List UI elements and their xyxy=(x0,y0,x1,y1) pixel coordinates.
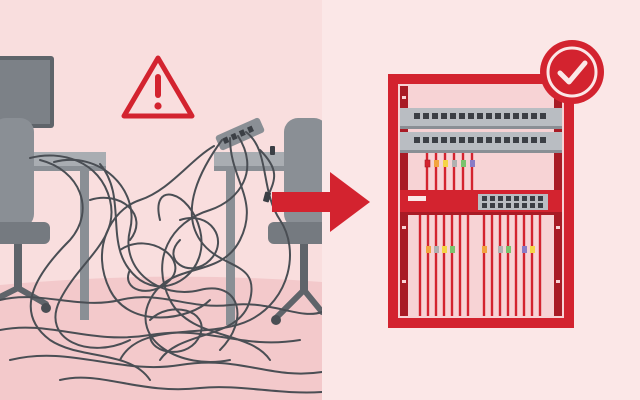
cable-tags-lower xyxy=(426,246,535,253)
right-arrow-icon xyxy=(272,172,370,232)
warning-icon xyxy=(121,55,195,119)
tangled-cables xyxy=(0,131,323,394)
patch-panel-top xyxy=(400,108,562,129)
cable-tags-upper xyxy=(424,159,475,168)
network-switch xyxy=(400,190,562,215)
power-strip xyxy=(215,117,265,151)
server-rack xyxy=(388,74,574,328)
lower-cable-runs xyxy=(418,215,542,316)
patch-panel-middle xyxy=(400,132,562,153)
cable-plugs xyxy=(263,146,275,203)
upper-cable-runs xyxy=(425,153,474,190)
left-panel xyxy=(0,0,328,400)
left-chair xyxy=(0,118,51,313)
check-badge-icon xyxy=(540,40,604,104)
